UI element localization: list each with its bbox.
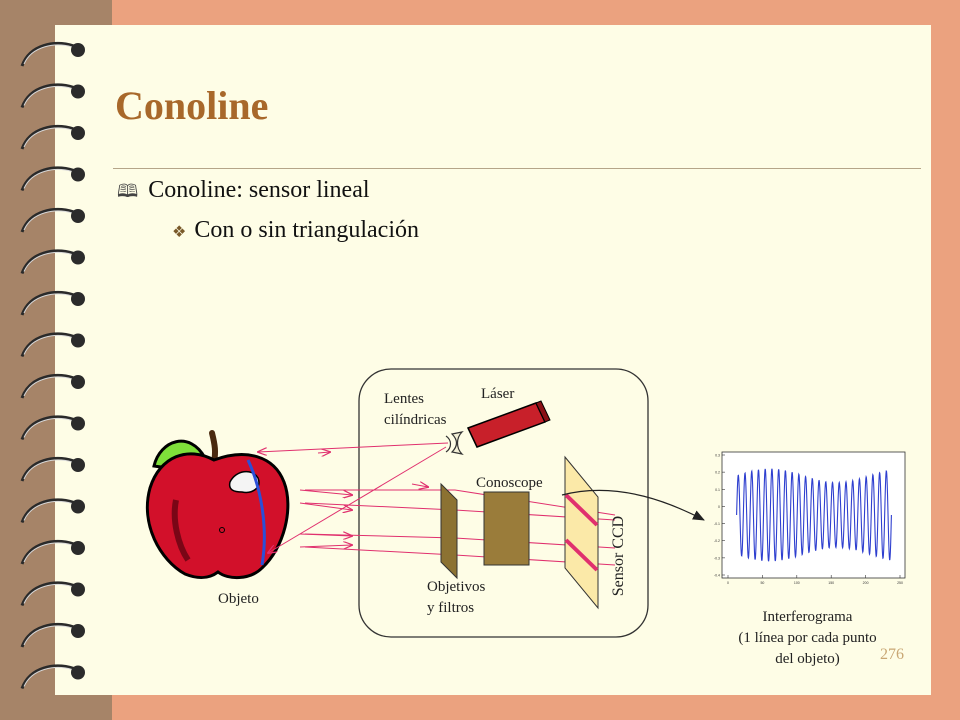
binder-ring <box>20 623 85 648</box>
x-tick-label: 100 <box>794 581 800 585</box>
binder-ring <box>20 166 85 192</box>
x-tick-label: 50 <box>760 581 764 585</box>
interferogram-caption: Interferograma (1 línea por cada punto d… <box>700 607 915 670</box>
binder-ring <box>20 581 85 607</box>
conoscope-block <box>483 491 530 566</box>
x-tick-label: 150 <box>828 581 834 585</box>
binder-ring <box>20 249 85 275</box>
binder-ring <box>20 42 85 67</box>
label-laser: Láser <box>481 386 515 402</box>
mirror-upper <box>564 493 599 527</box>
y-tick-label: 0.2 <box>715 471 720 475</box>
y-tick-label: -0.3 <box>714 556 720 560</box>
interferogram-series-line <box>736 468 892 562</box>
caption-line-3: del objeto) <box>775 651 840 667</box>
mirror-lower <box>564 538 599 572</box>
label-lenses-line1: Lentes <box>384 391 424 407</box>
binder-ring <box>20 457 85 482</box>
x-tick-label: 0 <box>727 581 729 585</box>
binder-ring <box>20 498 85 524</box>
binder-ring <box>20 83 85 109</box>
y-tick-label: 0.1 <box>715 488 720 492</box>
bullet-level-1-text: Conoline: sensor lineal <box>148 177 370 203</box>
caption-line-2: (1 línea por cada punto <box>738 630 877 646</box>
page-number: 276 <box>880 646 904 663</box>
label-object: Objeto <box>218 591 259 607</box>
bullet-level-1: 🕮 Conoline: sensor lineal <box>117 177 370 209</box>
spiral-binding <box>20 42 85 690</box>
title-divider <box>113 168 921 169</box>
y-tick-label: -0.1 <box>714 522 720 526</box>
bullet-level-2: ❖ Con o sin triangulación <box>172 217 419 244</box>
bullet-level-2-text: Con o sin triangulación <box>194 217 419 243</box>
binder-ring <box>20 415 85 441</box>
x-tick-label: 250 <box>897 581 903 585</box>
book-bullet-icon: 🕮 <box>117 181 139 202</box>
cylindrical-lens-icon <box>445 431 464 455</box>
laser-icon <box>466 400 551 448</box>
label-lenses-line2: cilíndricas <box>384 412 447 428</box>
y-tick-label: -0.2 <box>714 539 720 543</box>
y-tick-label: -0.4 <box>714 574 720 578</box>
diamond-bullet-icon: ❖ <box>172 222 187 241</box>
label-objectives-line2: y filtros <box>427 600 475 616</box>
x-tick-label: 200 <box>863 581 869 585</box>
caption-line-1: Interferograma <box>762 609 853 625</box>
slide-title: Conoline <box>115 83 269 128</box>
binder-ring <box>20 664 85 690</box>
label-sensor: Sensor CCD <box>610 515 627 597</box>
interferogram-chart: 0.3 0.2 0.1 0 -0.1 -0.2 -0.3 -0.4 0 50 100 150 200 2… <box>714 451 906 585</box>
apple-object-icon <box>145 430 290 580</box>
label-objectives-line1: Objetivos <box>427 579 486 595</box>
objective-lens <box>440 482 458 580</box>
binder-ring <box>20 332 85 358</box>
y-tick-label: 0 <box>718 505 720 509</box>
binder-ring <box>20 125 85 150</box>
y-tick-label: 0.3 <box>715 454 720 458</box>
label-conoscope: Conoscope <box>476 475 543 491</box>
binder-ring <box>20 291 85 316</box>
binder-ring <box>20 374 85 399</box>
output-arrow <box>561 489 705 521</box>
binder-ring <box>20 540 85 565</box>
ccd-sensor-panel <box>564 455 599 610</box>
binder-ring <box>20 208 85 233</box>
